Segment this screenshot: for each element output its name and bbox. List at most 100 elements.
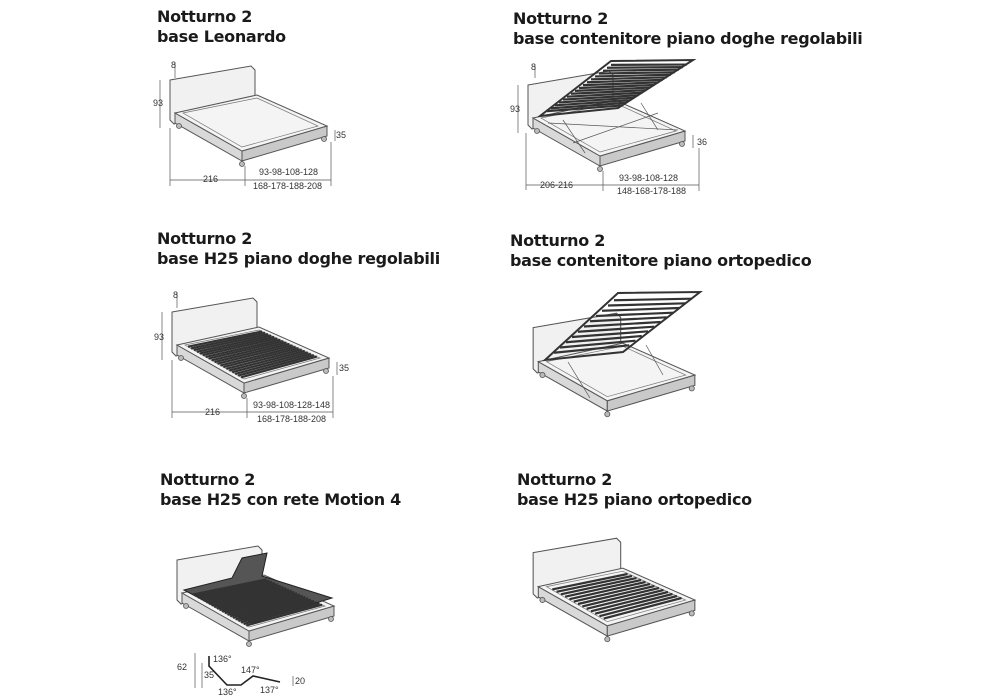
angle-4: 137°: [260, 685, 279, 695]
dim-base-height: 35: [336, 130, 346, 140]
panel-title: Notturno 2 base contenitore piano ortope…: [510, 231, 812, 271]
title-line-2: base H25 piano doghe regolabili: [157, 249, 440, 268]
dim-width-inner: 93-98-108-128: [259, 167, 318, 177]
slat: [205, 584, 281, 604]
slat: [595, 311, 674, 318]
bed-drawing: 8 93 35 216 93-98-108-128-148 168-178-18…: [154, 290, 349, 424]
slat: [229, 596, 306, 618]
title-line-2: base H25 piano ortopedico: [517, 490, 752, 509]
slat: [586, 78, 663, 84]
dim-length: 216: [203, 174, 218, 184]
dim-width-inner: 93-98-108-128-148: [253, 400, 330, 410]
slat: [590, 76, 667, 81]
title-line-1: Notturno 2: [510, 231, 606, 250]
slat: [197, 580, 273, 599]
title-line-1: Notturno 2: [160, 470, 256, 489]
slat: [582, 586, 660, 608]
slat: [231, 351, 309, 374]
slat: [208, 340, 284, 360]
slat: [601, 306, 680, 312]
angle-1: 136°: [213, 654, 232, 664]
slat: [237, 354, 315, 377]
slat: [577, 325, 655, 333]
dim-height: 93: [153, 98, 163, 108]
slat: [216, 589, 292, 610]
slat: [560, 576, 637, 596]
title-line-2: base contenitore piano ortopedico: [510, 251, 812, 270]
slat: [205, 338, 281, 358]
bed-drawing: [176, 545, 335, 647]
panel-title: Notturno 2 base H25 piano doghe regolabi…: [157, 229, 440, 269]
angle-3: 136°: [218, 687, 237, 697]
bed-drawing: 8 93 36 206-216 93-98-108-128 148-168-17…: [510, 58, 707, 196]
dim-width-outer: 168-178-188-208: [257, 414, 326, 424]
panel-title: Notturno 2 base H25 con rete Motion 4: [160, 470, 401, 510]
slat: [228, 349, 306, 372]
dim-h2: 35: [204, 670, 214, 680]
slat: [570, 89, 647, 95]
slat: [223, 347, 299, 369]
slat: [571, 330, 649, 339]
slat: [613, 297, 692, 302]
slat: [558, 96, 635, 104]
slat: [192, 578, 267, 596]
dim-base-height: 36: [697, 137, 707, 147]
slat: [190, 331, 266, 350]
slat: [574, 86, 651, 92]
bed-drawing: 8 93 35 216 93-98-108-128 168-178-188-20…: [153, 60, 346, 191]
slat: [598, 71, 675, 75]
slat: [554, 99, 631, 107]
slat: [556, 574, 633, 593]
slat: [590, 590, 669, 613]
title-line-2: base contenitore piano doghe regolabili: [513, 29, 863, 48]
dim-length: 206-216: [540, 180, 573, 190]
dim-head-thickness: 8: [173, 290, 178, 300]
slat: [594, 592, 673, 615]
dim-length: 216: [205, 407, 220, 417]
slat: [243, 602, 320, 625]
slat: [235, 598, 312, 621]
title-line-1: Notturno 2: [157, 7, 253, 26]
bed-drawing: [532, 290, 703, 418]
slat: [196, 334, 272, 353]
bed-drawing: [532, 537, 696, 643]
slat: [199, 335, 275, 355]
dim-base-height: 35: [339, 363, 349, 373]
slat: [565, 334, 642, 344]
slat: [562, 94, 639, 101]
slat: [552, 572, 628, 591]
slat: [599, 594, 678, 618]
slat: [553, 344, 630, 354]
title-line-2: base Leonardo: [157, 27, 286, 46]
slat: [550, 101, 627, 110]
slat: [573, 582, 651, 603]
slat: [546, 104, 623, 113]
panel-title: Notturno 2 base contenitore piano doghe …: [513, 9, 863, 49]
dim-width-outer: 168-178-188-208: [253, 181, 322, 191]
slat: [195, 579, 270, 598]
title-line-2: base H25 con rete Motion 4: [160, 490, 402, 509]
slat: [214, 342, 290, 364]
slat: [232, 597, 309, 619]
panel-title: Notturno 2 base H25 piano ortopedico: [517, 470, 752, 510]
slat: [602, 68, 679, 72]
dim-head-thickness: 8: [531, 62, 536, 72]
dim-head-thickness: 8: [171, 60, 176, 70]
slat: [606, 66, 683, 69]
dim-height: 93: [510, 104, 520, 114]
slat: [594, 73, 671, 78]
slat: [569, 580, 646, 601]
slat: [577, 584, 655, 606]
slat: [217, 344, 293, 365]
dim-width-outer: 148-168-178-188: [617, 186, 686, 196]
slat: [246, 603, 323, 627]
slat: [589, 316, 667, 323]
slat: [211, 587, 287, 607]
slat: [603, 596, 682, 620]
slat: [607, 302, 686, 307]
slat: [586, 588, 664, 610]
slat: [221, 592, 298, 613]
slat: [564, 578, 642, 598]
title-line-1: Notturno 2: [157, 229, 253, 248]
slat: [200, 582, 276, 601]
